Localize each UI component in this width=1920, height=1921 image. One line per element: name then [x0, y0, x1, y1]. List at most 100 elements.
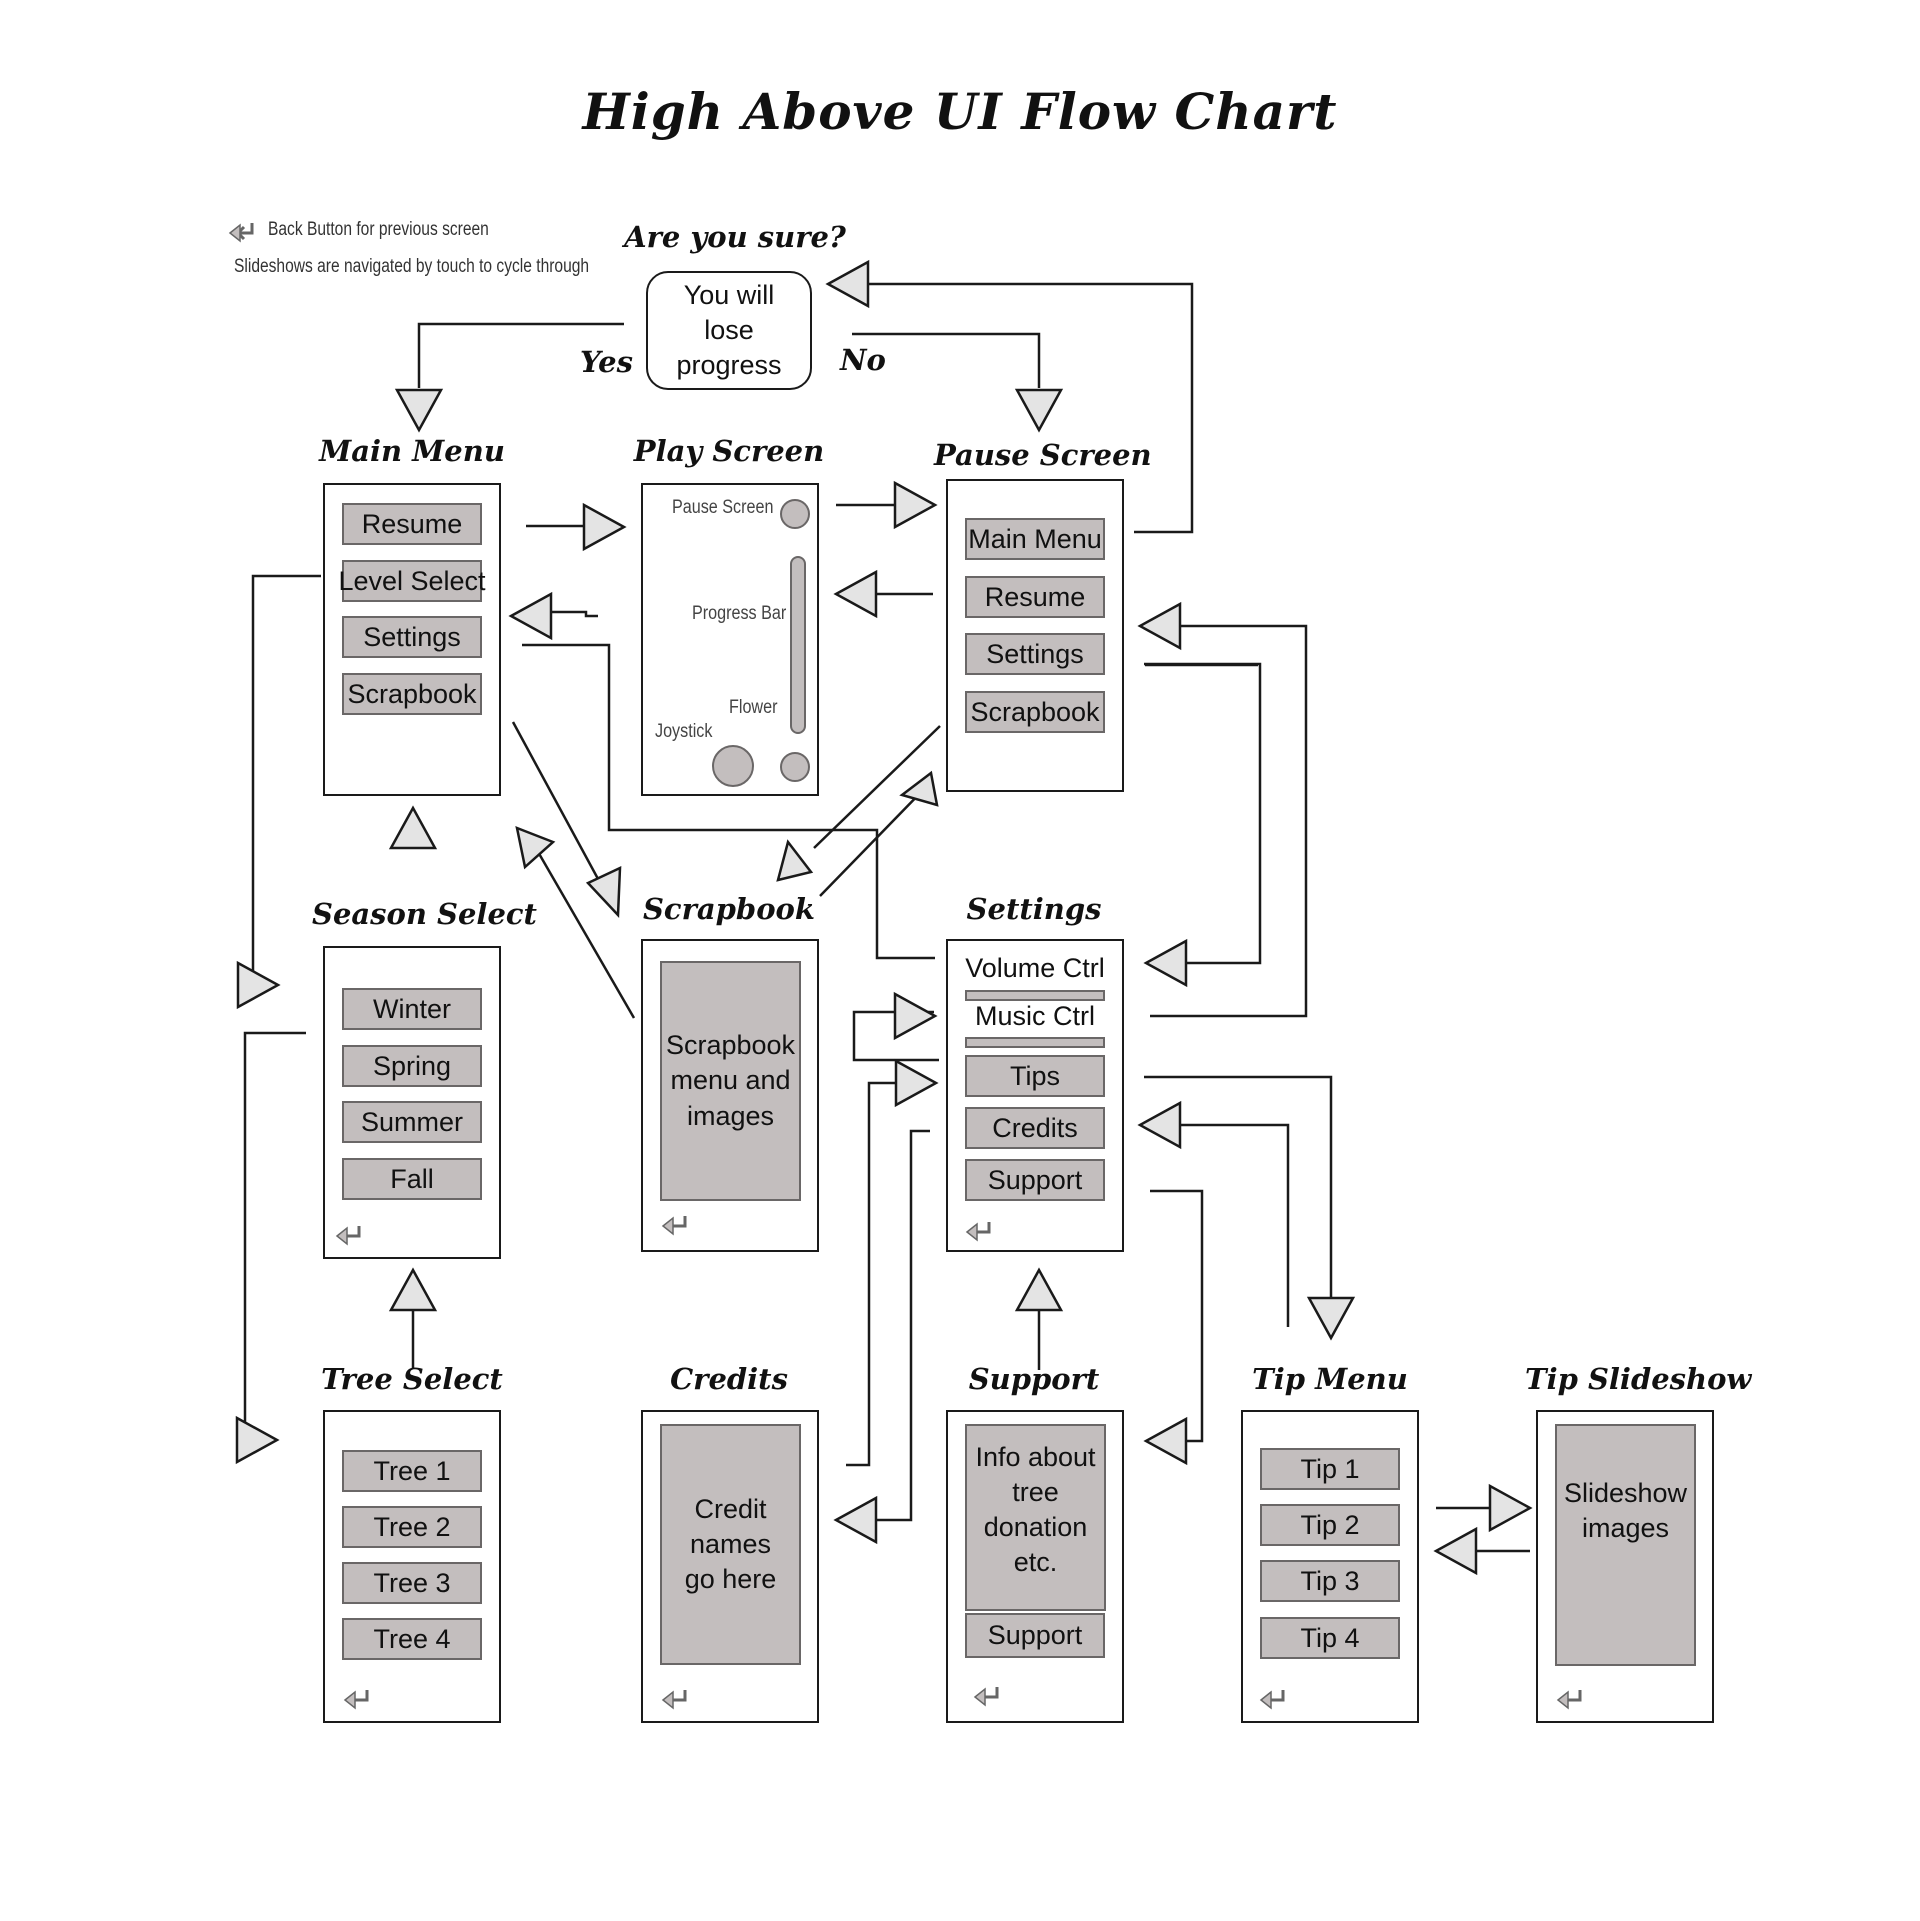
connector-line: [813, 725, 941, 849]
support-info-panel: Info about tree donation etc.: [965, 1424, 1106, 1611]
credits-screen: Credit names go here: [641, 1410, 819, 1723]
main-menu-settings-button[interactable]: Settings: [342, 616, 482, 658]
settings-tips-button[interactable]: Tips: [965, 1055, 1105, 1097]
tip-1-button[interactable]: Tip 1: [1260, 1448, 1400, 1490]
music-ctrl-slider[interactable]: [965, 1037, 1105, 1048]
joystick-label: Joystick: [655, 721, 713, 742]
arrowhead-icon: [894, 1058, 939, 1108]
volume-ctrl-slider[interactable]: [965, 990, 1105, 1001]
dialog-title: Are you sure?: [624, 220, 846, 254]
tip-2-button[interactable]: Tip 2: [1260, 1504, 1400, 1546]
season-select-title: Season Select: [312, 897, 537, 931]
back-icon[interactable]: [1556, 1687, 1586, 1711]
flower-label: Flower: [729, 697, 778, 718]
flower-button[interactable]: [780, 752, 810, 782]
connector-line: [522, 643, 935, 960]
connector-line: [868, 282, 1194, 534]
back-icon[interactable]: [661, 1687, 691, 1711]
connector-line: [251, 574, 321, 987]
season-spring-button[interactable]: Spring: [342, 1045, 482, 1087]
support-title: Support: [968, 1362, 1100, 1396]
arrowhead-icon: [899, 770, 939, 807]
legend-back-text: Back Button for previous screen: [268, 219, 489, 240]
back-icon[interactable]: [965, 1219, 995, 1243]
back-icon[interactable]: [335, 1223, 365, 1247]
arrowhead-icon: [825, 259, 870, 309]
tip-4-button[interactable]: Tip 4: [1260, 1617, 1400, 1659]
arrowhead-icon: [1488, 1483, 1533, 1533]
arrowhead-icon: [1137, 1100, 1182, 1150]
pause-screen-label: Pause Screen: [672, 497, 774, 518]
arrowhead-icon: [388, 805, 438, 850]
connector-line: [1150, 624, 1308, 1018]
main-menu-resume-button[interactable]: Resume: [342, 503, 482, 545]
credits-panel-line2: names: [689, 1528, 772, 1559]
connector-line: [1144, 662, 1262, 965]
progress-bar: [790, 556, 806, 734]
main-menu-level-select-button[interactable]: Level Select: [338, 560, 486, 602]
arrowhead-icon: [833, 569, 878, 619]
pause-settings-button[interactable]: Settings: [965, 633, 1105, 675]
pause-screen-title: Pause Screen: [934, 438, 1152, 472]
arrowhead-icon: [235, 1415, 280, 1465]
arrowhead-icon: [515, 826, 556, 870]
tree-3-button[interactable]: Tree 3: [342, 1562, 482, 1604]
season-winter-button[interactable]: Winter: [342, 988, 482, 1030]
tree-2-button[interactable]: Tree 2: [342, 1506, 482, 1548]
settings-support-button[interactable]: Support: [965, 1159, 1105, 1201]
dialog-no-label[interactable]: No: [840, 343, 886, 377]
back-icon[interactable]: [973, 1684, 1003, 1708]
slideshow-panel-line1: Slideshow: [1563, 1478, 1688, 1508]
main-menu-scrapbook-button[interactable]: Scrapbook: [342, 673, 482, 715]
arrowhead-icon: [833, 1495, 878, 1545]
arrowhead-icon: [1433, 1526, 1478, 1576]
tip-slideshow-screen: Slideshow images: [1536, 1410, 1714, 1723]
scrapbook-title: Scrapbook: [642, 892, 815, 926]
scrapbook-panel-line1: Scrapbook: [665, 1030, 796, 1061]
slideshow-panel[interactable]: Slideshow images: [1555, 1424, 1696, 1666]
tip-3-button[interactable]: Tip 3: [1260, 1560, 1400, 1602]
connector-line: [243, 1031, 306, 1442]
settings-screen: Volume Ctrl Music Ctrl Tips Credits Supp…: [946, 939, 1124, 1252]
arrowhead-icon: [582, 502, 627, 552]
support-screen: Info about tree donation etc. Support: [946, 1410, 1124, 1723]
scrapbook-panel: Scrapbook menu and images: [660, 961, 801, 1201]
settings-title: Settings: [966, 892, 1102, 926]
arrowhead-icon: [236, 960, 281, 1010]
pause-scrapbook-button[interactable]: Scrapbook: [965, 691, 1105, 733]
chart-title: High Above UI Flow Chart: [582, 82, 1338, 141]
support-panel-line3: donation: [983, 1512, 1088, 1543]
arrowhead-icon: [1143, 1416, 1188, 1466]
tip-slideshow-title: Tip Slideshow: [1525, 1362, 1752, 1396]
tree-4-button[interactable]: Tree 4: [342, 1618, 482, 1660]
connector-line: [873, 1129, 930, 1522]
settings-credits-button[interactable]: Credits: [965, 1107, 1105, 1149]
support-button[interactable]: Support: [965, 1613, 1105, 1658]
pause-button[interactable]: [780, 499, 810, 529]
connector-line: [1173, 1123, 1290, 1327]
connector-line: [819, 784, 929, 897]
arrowhead-icon: [1143, 938, 1188, 988]
play-screen-title: Play Screen: [633, 434, 825, 468]
credits-panel-line3: go here: [684, 1564, 777, 1595]
back-icon[interactable]: [661, 1213, 691, 1237]
scrapbook-panel-line3: images: [686, 1100, 775, 1131]
tree-1-button[interactable]: Tree 1: [342, 1450, 482, 1492]
season-summer-button[interactable]: Summer: [342, 1101, 482, 1143]
joystick[interactable]: [712, 745, 754, 787]
confirm-dialog: You will lose progress: [646, 271, 812, 390]
season-fall-button[interactable]: Fall: [342, 1158, 482, 1200]
arrowhead-icon: [394, 388, 444, 433]
arrowhead-icon: [1306, 1296, 1356, 1341]
connector-line: [511, 721, 606, 891]
dialog-message-line2: lose progress: [676, 314, 782, 381]
pause-resume-button[interactable]: Resume: [965, 576, 1105, 618]
dialog-yes-label[interactable]: Yes: [580, 345, 633, 379]
support-panel-line2: tree: [1012, 1477, 1059, 1508]
back-icon[interactable]: [343, 1687, 373, 1711]
arrowhead-icon: [893, 991, 938, 1041]
pause-main-menu-button[interactable]: Main Menu: [965, 518, 1105, 560]
back-icon[interactable]: [1259, 1687, 1289, 1711]
tree-select-screen: Tree 1 Tree 2 Tree 3 Tree 4: [323, 1410, 501, 1723]
